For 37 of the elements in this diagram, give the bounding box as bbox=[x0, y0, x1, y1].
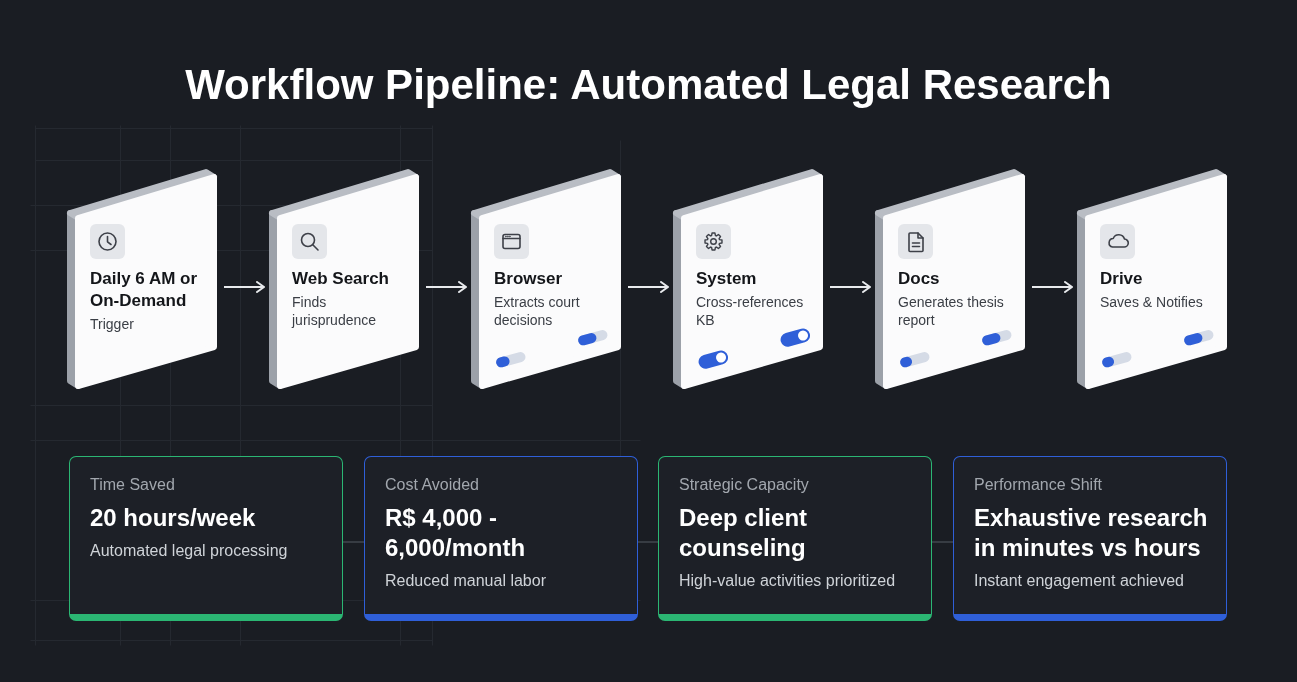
step-description: Cross-references KB bbox=[696, 293, 805, 329]
metric-label: Time Saved bbox=[90, 475, 176, 495]
metric-label: Strategic Capacity bbox=[679, 475, 810, 495]
connector-line bbox=[342, 541, 365, 543]
arrow bbox=[627, 281, 669, 293]
step-title: Drive bbox=[1100, 268, 1144, 290]
metric-value: 20 hours/week bbox=[90, 503, 257, 533]
step-title: Daily 6 AM or On-Demand bbox=[90, 268, 199, 312]
step-title: System bbox=[696, 268, 758, 290]
step-description: Generates thesis report bbox=[898, 293, 1005, 329]
metric-description: Reduced manual labor bbox=[385, 571, 547, 591]
metric-label: Cost Avoided bbox=[385, 475, 480, 495]
step-description: Finds jurisprudence bbox=[292, 293, 378, 329]
connector-line bbox=[931, 541, 954, 543]
metric-description: Instant engagement achieved bbox=[974, 571, 1185, 591]
arrow bbox=[223, 281, 265, 293]
step-title: Docs bbox=[898, 268, 941, 290]
connector-line bbox=[637, 541, 659, 543]
metric-card bbox=[69, 456, 343, 621]
arrow bbox=[829, 281, 871, 293]
step-description: Saves & Notifies bbox=[1100, 293, 1204, 311]
metric-card bbox=[658, 456, 932, 621]
step-description: Extracts court decisions bbox=[494, 293, 581, 329]
metric-description: Automated legal processing bbox=[90, 541, 289, 561]
arrow bbox=[1031, 281, 1073, 293]
metric-card bbox=[953, 456, 1227, 621]
metric-value: R$ 4,000 - 6,000/month bbox=[385, 503, 527, 563]
step-title: Web Search bbox=[292, 268, 390, 290]
metric-card bbox=[364, 456, 638, 621]
step-title: Browser bbox=[494, 268, 564, 290]
metric-description: High-value activities prioritized bbox=[679, 571, 897, 591]
arrow bbox=[425, 281, 467, 293]
metric-value: Deep client counseling bbox=[679, 503, 809, 563]
metric-label: Performance Shift bbox=[974, 475, 1104, 495]
step-description: Trigger bbox=[90, 315, 135, 333]
metric-value: Exhaustive research in minutes vs hours bbox=[974, 503, 1209, 563]
title: Workflow Pipeline: Automated Legal Research bbox=[185, 60, 1112, 110]
